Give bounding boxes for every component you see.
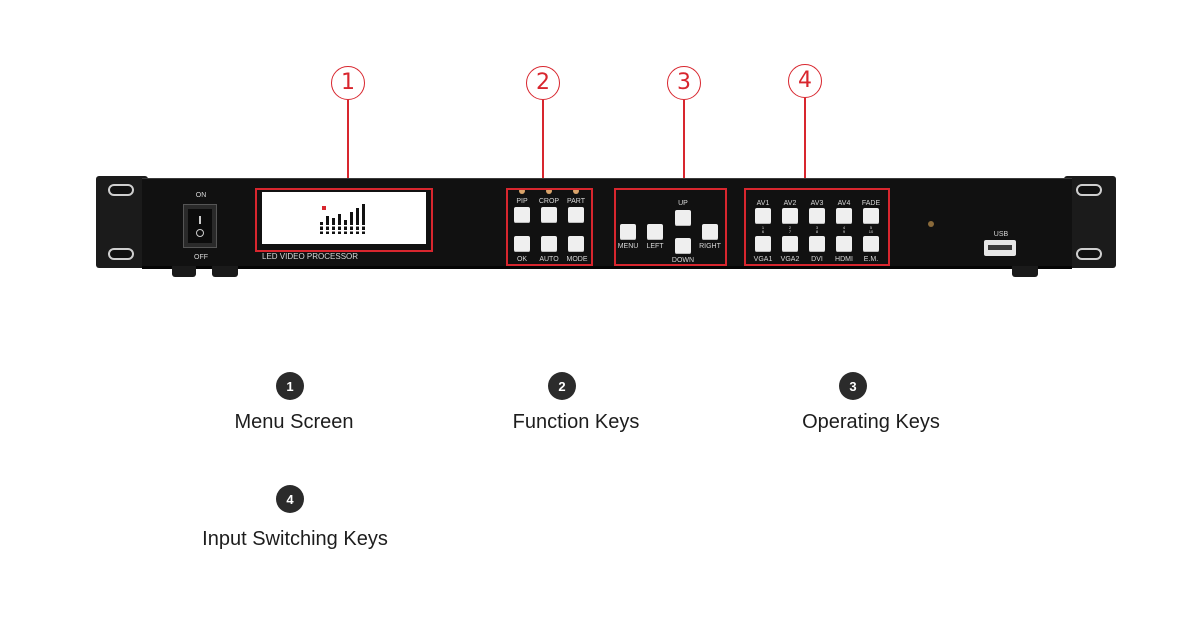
power-switch-rocker: [188, 209, 212, 243]
av2-key-label: AV2: [783, 200, 797, 207]
up-key-label: UP: [678, 200, 688, 207]
key-number-label: 4 9: [842, 225, 846, 234]
part-key[interactable]: [568, 207, 584, 223]
av2-key[interactable]: [782, 208, 798, 224]
dvi-key-label: DVI: [811, 256, 823, 263]
pip-key-label: PIP: [516, 198, 528, 205]
vga2-key[interactable]: [782, 236, 798, 252]
callout-2-number: 2: [536, 70, 550, 95]
av4-key-label: AV4: [837, 200, 851, 207]
ok-key[interactable]: [514, 236, 530, 252]
av3-key[interactable]: [809, 208, 825, 224]
legend-4-label: Input Switching Keys: [202, 528, 388, 550]
legend-3-number: 3: [839, 372, 867, 400]
crop-key[interactable]: [541, 207, 557, 223]
legend-1-number: 1: [276, 372, 304, 400]
power-on-label: ON: [195, 192, 207, 199]
usb-label: USB: [993, 231, 1009, 238]
power-off-symbol: [196, 229, 204, 237]
hdmi-key[interactable]: [836, 236, 852, 252]
power-on-symbol: [199, 216, 201, 224]
callout-1-leader: [347, 100, 349, 188]
callout-4-number: 4: [798, 68, 812, 93]
ok-key-label: OK: [516, 256, 528, 263]
model-label: LED VIDEO PROCESSOR: [262, 252, 359, 261]
legend-4-number: 4: [276, 485, 304, 513]
vga1-key-label: VGA1: [753, 256, 773, 263]
device-foot: [1012, 266, 1038, 277]
lcd-bar-graphic: [318, 204, 368, 234]
vga1-key[interactable]: [755, 236, 771, 252]
rack-ear-hole: [108, 184, 134, 196]
auto-key[interactable]: [541, 236, 557, 252]
legend-2-label: Function Keys: [512, 411, 640, 433]
em-key[interactable]: [863, 236, 879, 252]
callout-1-number: 1: [341, 70, 355, 95]
function-keys-highlight: [506, 188, 593, 266]
part-indicator-led: [573, 188, 579, 194]
part-key-label: PART: [566, 198, 586, 205]
down-key-label: DOWN: [671, 257, 695, 264]
legend-2-number: 2: [548, 372, 576, 400]
pip-indicator-led: [519, 188, 525, 194]
right-key[interactable]: [702, 224, 718, 240]
input-switching-keys-highlight: [744, 188, 890, 266]
callout-3: 3: [667, 66, 701, 100]
fade-key[interactable]: [863, 208, 879, 224]
crop-key-label: CROP: [538, 198, 560, 205]
key-number-label: 2 7: [788, 225, 792, 234]
device-foot: [212, 266, 238, 277]
mode-key[interactable]: [568, 236, 584, 252]
av1-key-label: AV1: [756, 200, 770, 207]
left-key[interactable]: [647, 224, 663, 240]
power-switch[interactable]: [183, 204, 217, 248]
av1-key[interactable]: [755, 208, 771, 224]
fade-key-label: FADE: [861, 200, 881, 207]
callout-2-leader: [542, 100, 544, 188]
operating-keys-highlight: [614, 188, 727, 266]
dvi-key[interactable]: [809, 236, 825, 252]
menu-key-label: MENU: [617, 243, 639, 250]
rack-ear-hole: [1076, 248, 1102, 260]
menu-screen-highlight: [255, 188, 433, 252]
callout-4: 4: [788, 64, 822, 98]
menu-key[interactable]: [620, 224, 636, 240]
rack-ear-hole: [1076, 184, 1102, 196]
rack-ear-right: [1064, 176, 1116, 268]
crop-indicator-led: [546, 188, 552, 194]
right-key-label: RIGHT: [699, 243, 721, 250]
av4-key[interactable]: [836, 208, 852, 224]
menu-screen: [262, 192, 426, 244]
callout-4-leader: [804, 98, 806, 188]
left-key-label: LEFT: [646, 243, 664, 250]
callout-2: 2: [526, 66, 560, 100]
callout-1: 1: [331, 66, 365, 100]
pip-key[interactable]: [514, 207, 530, 223]
hdmi-key-label: HDMI: [835, 256, 853, 263]
key-number-label: 5 10: [868, 225, 874, 234]
usb-port-slot: [988, 245, 1012, 250]
usb-port[interactable]: [984, 240, 1016, 256]
vga2-key-label: VGA2: [780, 256, 800, 263]
mode-key-label: MODE: [566, 256, 588, 263]
key-number-label: 3 8: [815, 225, 819, 234]
up-key[interactable]: [675, 210, 691, 226]
legend-3-label: Operating Keys: [802, 411, 940, 433]
legend-1-label: Menu Screen: [234, 411, 354, 433]
down-key[interactable]: [675, 238, 691, 254]
callout-3-leader: [683, 100, 685, 188]
callout-3-number: 3: [677, 70, 691, 95]
rack-ear-left: [96, 176, 148, 268]
rack-ear-hole: [108, 248, 134, 260]
key-number-label: 1 6: [761, 225, 765, 234]
power-off-label: OFF: [194, 254, 208, 261]
av3-key-label: AV3: [810, 200, 824, 207]
em-key-label: E.M.: [863, 256, 879, 263]
auto-key-label: AUTO: [539, 256, 559, 263]
device-foot: [172, 266, 196, 277]
ir-sensor: [928, 221, 934, 227]
